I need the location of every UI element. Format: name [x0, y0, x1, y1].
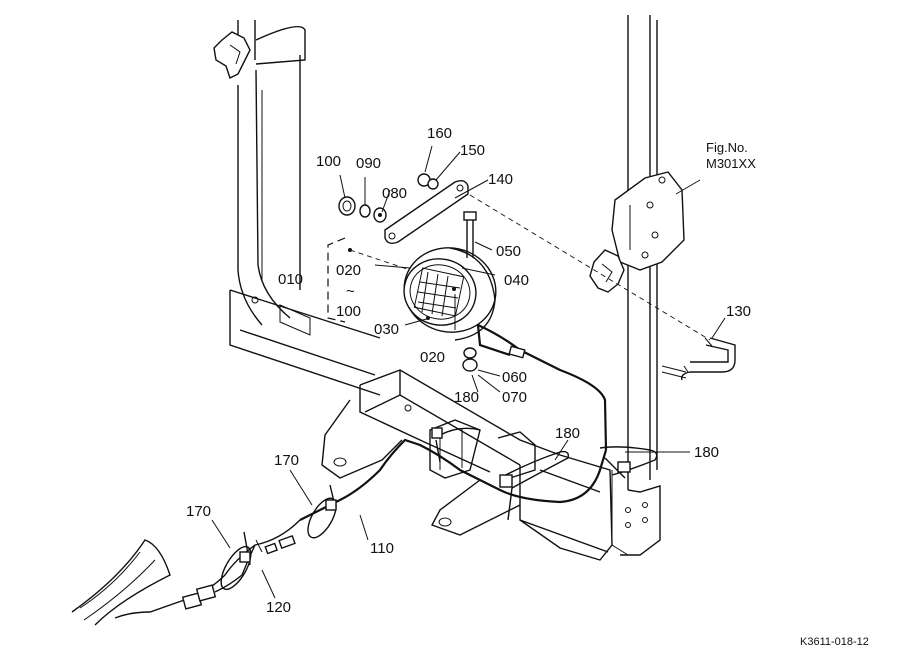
label-120: 120 [266, 599, 291, 616]
wire-harness [114, 323, 608, 619]
label-010: 010 [278, 271, 303, 288]
label-140: 140 [488, 171, 513, 188]
label-030: 030 [374, 321, 399, 338]
label-070: 070 [502, 389, 527, 406]
washer-150 [427, 178, 439, 190]
label-020: 020 [420, 349, 445, 366]
cable-tie-170-left [220, 531, 252, 591]
washer-090 [359, 204, 371, 218]
label-180-center: 180 [555, 425, 580, 442]
label-060: 060 [502, 369, 527, 386]
washer-080 [373, 207, 387, 223]
drawing-code: K3611-018-12 [800, 636, 869, 648]
label-130: 130 [726, 303, 751, 320]
label-170-left: 170 [186, 503, 211, 520]
label-080: 080 [382, 185, 407, 202]
cross-bar [321, 369, 613, 561]
label-040: 040 [504, 272, 529, 289]
band-180-right [599, 446, 658, 479]
band-180-center [499, 450, 570, 521]
fig-no-value: M301XX [706, 156, 756, 171]
label-160: 160 [427, 125, 452, 142]
stay-140 [384, 179, 469, 245]
band-180-left [431, 427, 481, 463]
knob-top-left [213, 31, 251, 79]
label-020-range-start: 020 [336, 262, 361, 279]
u-bolt-130 [661, 337, 736, 381]
rops-frame-left [229, 20, 381, 396]
label-170-right: 170 [274, 452, 299, 469]
nut-180-lamp [462, 347, 478, 372]
label-range-tilde: ~ [346, 283, 355, 300]
mount-bracket [611, 171, 685, 271]
work-lamp [403, 247, 497, 341]
fig-no-label: Fig.No. [706, 140, 748, 155]
nut-100 [338, 196, 356, 216]
cable-tie-170-right [307, 484, 337, 539]
label-180-right: 180 [694, 444, 719, 461]
leader-lines [211, 145, 726, 599]
label-150: 150 [460, 142, 485, 159]
label-100: 100 [316, 153, 341, 170]
label-090: 090 [356, 155, 381, 172]
label-110: 110 [370, 540, 394, 557]
assembly-guide-lines [327, 194, 711, 341]
bolt-050 [463, 211, 477, 258]
fender [71, 539, 171, 626]
label-180-lamp: 180 [454, 389, 479, 406]
label-050: 050 [496, 243, 521, 260]
label-100-range-end: 100 [336, 303, 361, 320]
